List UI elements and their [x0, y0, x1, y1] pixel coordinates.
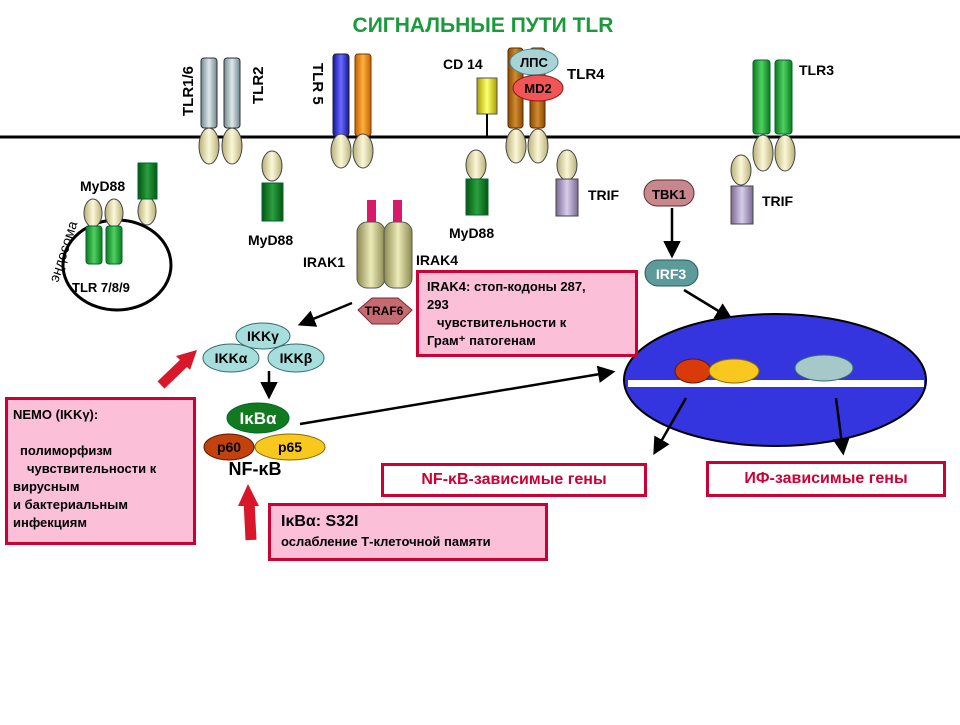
tlr3-complex [752, 59, 796, 172]
tlr3-label: TLR3 [799, 62, 834, 78]
irf3-label: IRF3 [656, 266, 687, 282]
nfkb-promoter [674, 358, 712, 384]
trif-tlr4 [555, 149, 579, 217]
tlr5-label: TLR 5 [309, 63, 326, 105]
ikk-beta-label: IKKβ [280, 350, 313, 366]
red-arrow-ikb [238, 484, 259, 541]
irak4-box-line4: Грам⁺ патогенам [427, 333, 536, 348]
irak4-box-line2: 293 [427, 297, 449, 312]
myd88-endosome-label: MyD88 [80, 178, 125, 194]
ikb-mutation-box: IκBα: S32I ослабление Т-клеточной памяти [268, 503, 548, 561]
irak4-box-line1: IRAK4: стоп-кодоны 287, [427, 279, 586, 294]
irak4-box-line3: чувствительности к [437, 315, 567, 330]
md2-label: MD2 [524, 81, 551, 96]
ikb-box-line2: ослабление Т-клеточной памяти [281, 534, 491, 549]
tbk1-label: TBK1 [652, 187, 686, 202]
nemo-box-line5: и бактериальным [13, 497, 128, 512]
p65-label: p65 [278, 439, 302, 455]
nfkb-label: NF-κB [228, 459, 281, 479]
traf6-label: TRAF6 [365, 304, 404, 318]
nemo-box-line1: NEMO (IKKγ): [13, 407, 99, 422]
cd14-receptor [476, 77, 498, 137]
nucleus-ifn-genes-arrow [832, 397, 850, 456]
nfkb-genes-label: NF-κB-зависимые гены [421, 471, 607, 488]
endosome-label: эндосома [46, 219, 81, 284]
ifn-genes-box: ИФ-зависимые гены [706, 461, 946, 497]
nucleus [623, 313, 927, 447]
nemo-box-line4: вирусным [13, 479, 80, 494]
tlr4-complex [505, 47, 564, 164]
trif-tlr3 [730, 154, 754, 225]
nemo-box-line2: полиморфизм [20, 443, 113, 458]
tlr2-label: TLR2 [250, 67, 267, 105]
tlr4-label: TLR4 [567, 66, 605, 83]
trif-tlr4-label: TRIF [588, 187, 620, 203]
irak4-mutation-box: IRAK4: стоп-кодоны 287, 293 чувствительн… [416, 270, 638, 357]
traf6-hexagon [357, 297, 413, 325]
ikk-gamma-label: IKKγ [247, 328, 279, 344]
p60-label: p60 [217, 439, 241, 455]
tlr5-complex [330, 53, 374, 169]
ikb-label: IκBα [240, 409, 277, 428]
nfkb-nucleus-arrow [299, 365, 616, 426]
nemo-box-line6: инфекциям [13, 515, 87, 530]
cd14-label: CD 14 [443, 56, 483, 72]
myd88-tlr4-label: MyD88 [449, 225, 494, 241]
irak-complex [356, 200, 413, 325]
nucleus-nfkb-genes-arrow [653, 397, 688, 456]
nemo-mutation-box: NEMO (IKKγ): полиморфизм чувствительност… [5, 397, 196, 545]
lps-label: ЛПС [520, 55, 548, 70]
tlr16-label: TLR1/6 [180, 66, 197, 116]
ikk-complex [202, 322, 325, 373]
nemo-box-line3: чувствительности к [27, 461, 157, 476]
tlr789-label: TLR 7/8/9 [72, 280, 130, 295]
traf6-ikk-arrow [297, 301, 353, 327]
tbk1-node [643, 179, 695, 207]
ifn-genes-label: ИФ-зависимые гены [744, 470, 908, 487]
nemo-box-spacer [13, 424, 188, 442]
nfkb-genes-box: NF-κB-зависимые гены [381, 463, 647, 497]
myd88-tlr2 [261, 150, 284, 222]
red-arrow-nemo [157, 350, 197, 389]
irak4-label: IRAK4 [416, 252, 458, 268]
irf3-nucleus-arrow [683, 288, 733, 320]
irf3-node [644, 259, 699, 287]
tlr2-complex [198, 57, 243, 165]
myd88-tlr2-label: MyD88 [248, 232, 293, 248]
nfkb-promoter-2 [708, 358, 760, 384]
ikk-alpha-label: IKKα [215, 350, 248, 366]
irf-promoter [794, 354, 854, 382]
endosome [61, 162, 173, 312]
ikb-box-line1: IκBα: S32I [281, 513, 359, 530]
trif-tlr3-label: TRIF [762, 193, 794, 209]
nfkb-complex [203, 402, 326, 461]
irak1-label: IRAK1 [303, 254, 345, 270]
md2-ellipse [512, 74, 564, 102]
myd88-tlr4 [465, 149, 489, 216]
page-title: СИГНАЛЬНЫЕ ПУТИ TLR [353, 14, 614, 37]
